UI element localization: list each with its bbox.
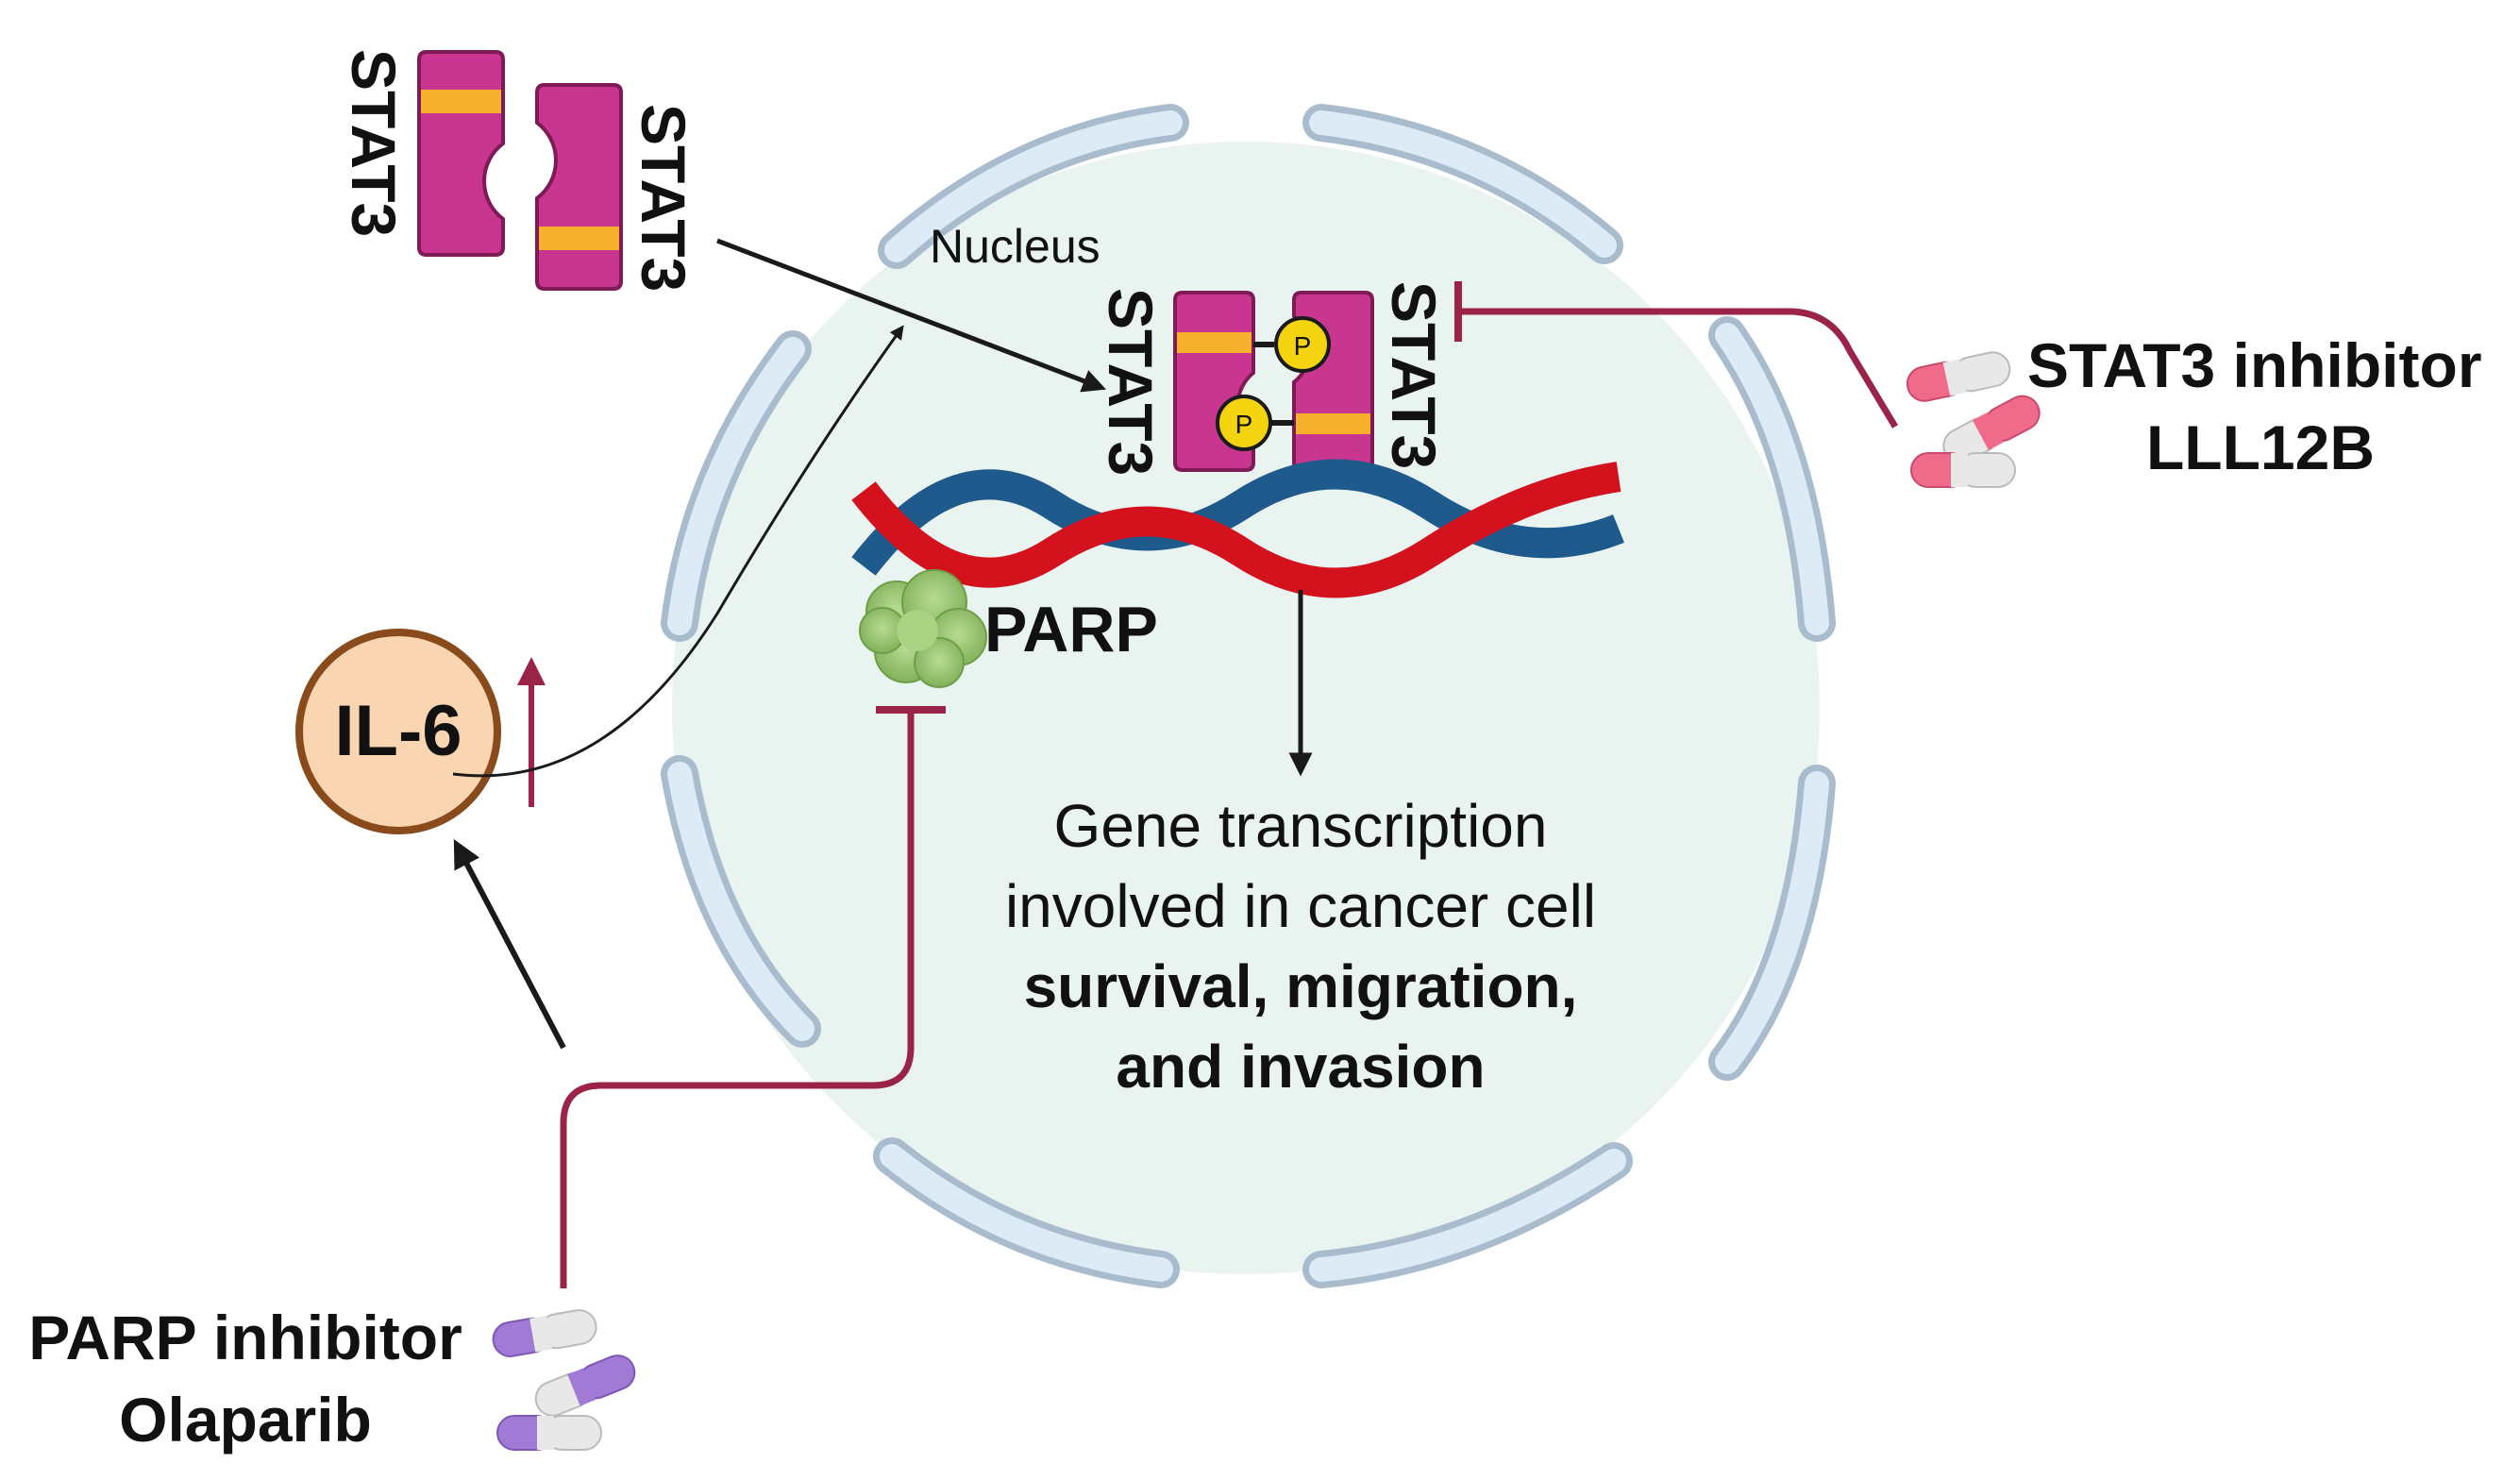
stat3-monomer-right [535,83,623,291]
outcome-line-1: Gene transcription [1054,792,1548,860]
dna-strand-red [851,462,1621,598]
phosphate-label-bottom: P [1235,410,1253,439]
il6-label: IL-6 [334,691,462,771]
stat3-inhibitor-label: STAT3 inhibitor [2027,330,2482,400]
parp-inhibitor-label: PARP inhibitor [28,1303,462,1372]
nucleus-label: Nucleus [930,220,1100,273]
olaparib-label: Olaparib [119,1385,372,1455]
phosphate-group-top: P [1274,316,1331,373]
stat3-label-dimer-left: STAT3 [1096,288,1166,476]
phosphate-label-top: P [1294,331,1312,361]
stat3-label-left-monomer: STAT3 [339,49,409,237]
stat3-dimer [1173,291,1374,472]
dna-helix [851,459,1624,598]
inhibition-lll12b-to-stat3 [1458,308,1899,429]
lll12b-label: LLL12B [2146,412,2375,482]
parp-protein [859,569,987,688]
lll12b-pill-icon [1906,351,2041,488]
nuclear-envelope [661,104,1836,1288]
olaparib-pill-icon [492,1309,636,1451]
phosphate-group-bottom: P [1216,395,1272,451]
outcome-line-3: survival, migration, [1024,952,1578,1020]
outcome-line-4: and invasion [1116,1033,1485,1101]
arrow-il6-to-nucleus [452,325,904,778]
outcome-line-2: involved in cancer cell [1005,872,1596,940]
parp-label: PARP [984,594,1158,665]
il6-node [295,629,501,834]
stat3-monomer-left [417,50,505,257]
arrow-olaparib-to-il6 [453,839,566,1050]
transcription-outcome: Gene transcription involved in cancer ce… [1005,792,1596,1101]
stat3-label-dimer-right: STAT3 [1379,281,1449,469]
arrow-stat3-to-nucleus [716,238,1107,393]
inhibition-olaparib-to-parp [560,710,915,1288]
nucleus-body [672,142,1820,1274]
nucleus [661,104,1836,1288]
stat3-label-right-monomer: STAT3 [629,104,698,292]
